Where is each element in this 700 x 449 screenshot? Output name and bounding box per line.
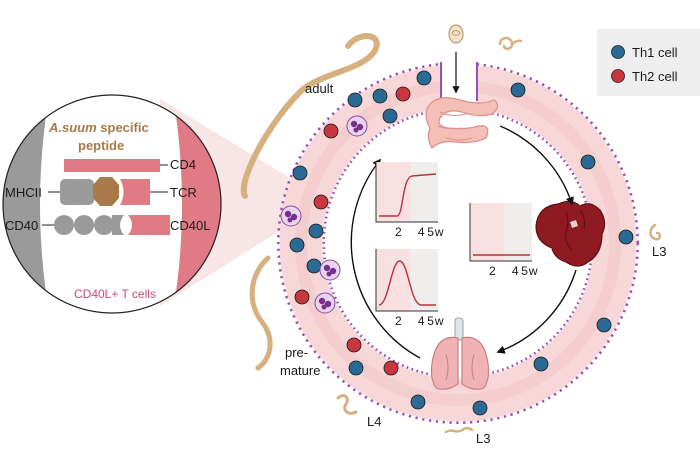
granulocyte-icon [314, 292, 336, 314]
plot-tick-label: 4 [418, 225, 425, 239]
plot-curve [379, 173, 437, 217]
label-cd40l: CD40L [170, 218, 210, 233]
plot-curve [378, 260, 436, 306]
inset-footer-label: CD40L+ T cells [74, 287, 156, 301]
th2-cell [294, 289, 310, 305]
th1-cell [580, 154, 596, 170]
l3-larva-icon [498, 36, 523, 50]
plot-tick-label: w [434, 314, 444, 328]
plot-tick-label: 5 [427, 225, 434, 239]
th1-cell [306, 258, 322, 274]
th1-cell [382, 108, 398, 124]
inset-synapse: A.suum specific peptide MHCII CD40 CD4 T… [2, 94, 222, 314]
plot-tick-label: 5 [521, 264, 528, 278]
granulocyte-group [280, 115, 368, 314]
th1-cell [308, 223, 324, 239]
arrow-intestine-to-liver [499, 125, 574, 206]
cell-group [289, 70, 634, 416]
th1-cell [533, 356, 549, 372]
cd40l-molecule [128, 215, 170, 235]
plot-tick-label: 4 [512, 264, 519, 278]
lungs-icon [430, 317, 490, 390]
plot-axis [469, 203, 532, 262]
th1-cell [372, 88, 388, 104]
plot-tick-label: 5 [427, 314, 434, 328]
th2-cell [313, 194, 329, 210]
label-cd4: CD4 [170, 157, 196, 172]
peptide-icon [93, 177, 119, 206]
th2-cell [383, 360, 399, 376]
plot-tick-label: w [434, 225, 444, 239]
liver-icon [535, 200, 606, 267]
cd40-molecule [54, 215, 124, 235]
species-label: A.suum [48, 120, 97, 135]
title-rest-label: specific [97, 120, 149, 135]
worm-group [240, 24, 661, 434]
legend-label-th1: Th1 cell [632, 45, 678, 60]
granulocyte-icon [280, 205, 302, 227]
th1-cell [410, 394, 426, 410]
cycle-arrows [350, 125, 577, 359]
granulocyte-icon [319, 259, 341, 281]
legend-swatch-th1 [611, 45, 625, 59]
label-cd40: CD40 [5, 218, 38, 233]
plot-tick-label: 2 [489, 264, 496, 278]
stage-label-premature-2: mature [280, 363, 320, 378]
inset-title-line2: peptide [78, 138, 124, 153]
th1-cell [348, 360, 364, 376]
th1-cell [416, 70, 432, 86]
legend-label-th2: Th2 cell [632, 69, 678, 84]
th1-cell [472, 400, 488, 416]
tcr-molecule [120, 179, 150, 205]
th2-cell [346, 337, 362, 353]
stage-label-l3-right: L3 [652, 244, 666, 259]
plot-tick-label: w [528, 264, 538, 278]
plot-axis [375, 249, 438, 312]
l3-bottom-larva-icon [444, 426, 474, 434]
l4-larva-icon [336, 394, 358, 415]
intestine-icon [425, 97, 499, 149]
th1-cell [596, 317, 612, 333]
inset-title-line1: A.suum specific [48, 120, 149, 135]
plot-tick-label: 2 [395, 314, 402, 328]
adult-worm-icon [240, 33, 380, 199]
th2-cell [395, 86, 411, 102]
stage-label-premature-1: pre- [285, 345, 308, 360]
legend-swatch-th2 [611, 69, 625, 83]
label-mhcii: MHCII [5, 185, 42, 200]
cd4-molecule [64, 159, 160, 172]
label-tcr: TCR [170, 185, 197, 200]
mhcii-molecule [60, 179, 94, 205]
stage-label-adult: adult [305, 81, 334, 96]
plot-axis [375, 162, 438, 223]
th1-cell [618, 229, 634, 245]
egg-larva-icon [451, 30, 461, 36]
granulocyte-icon [346, 115, 368, 137]
stage-label-l3-bottom: L3 [476, 431, 490, 446]
arrow-lung-to-intestine [350, 158, 421, 359]
th2-cell [323, 123, 339, 139]
egg-icon [448, 24, 464, 44]
l3-right-larva-icon [649, 223, 661, 241]
arrow-liver-to-lung [496, 269, 577, 354]
stage-label-l4: L4 [367, 414, 381, 429]
th1-cell [347, 92, 363, 108]
plot-tick-label: 4 [418, 314, 425, 328]
th1-cell [292, 165, 308, 181]
th1-cell [510, 82, 526, 98]
legend: Th1 cell Th2 cell [597, 29, 700, 96]
premature-worm-icon [249, 255, 273, 371]
th1-cell [289, 237, 305, 253]
plot-tick-label: 2 [395, 225, 402, 239]
